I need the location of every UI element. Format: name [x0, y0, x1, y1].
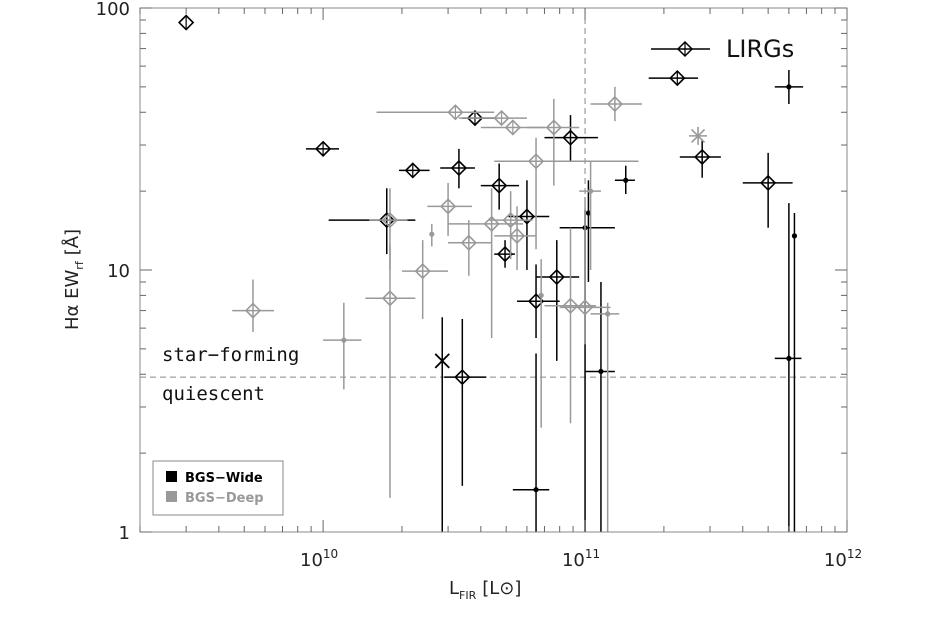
- x-tick-label: 1011: [562, 547, 600, 571]
- data-point-diamond: [576, 299, 594, 316]
- data-point-dot: [585, 210, 592, 216]
- legend-swatch-wide: [166, 471, 177, 482]
- plot-frame: [139, 7, 848, 533]
- axis-ticks: 1010 1011 1012 1 10 100: [96, 0, 862, 571]
- x-tick-label: 1012: [824, 547, 862, 571]
- data-point-diamond: [606, 95, 624, 113]
- data-point-dot: [538, 292, 544, 298]
- x-tick-label: 1010: [300, 547, 338, 571]
- data-points: [177, 14, 804, 532]
- data-point-diamond: [483, 215, 500, 232]
- data-point-diamond: [378, 212, 395, 229]
- data-point-diamond: [545, 119, 562, 136]
- x-axis-title-sub: FIR: [459, 589, 477, 602]
- data-point-diamond: [404, 162, 421, 179]
- x-axis-title: LFIR [L⊙]: [449, 578, 521, 602]
- data-point-diamond: [460, 234, 477, 251]
- x-axis-title-unit: [L⊙]: [482, 578, 521, 599]
- data-point-diamond: [496, 245, 514, 263]
- data-point-diamond: [414, 263, 431, 280]
- data-point-diamond: [491, 177, 508, 194]
- data-point-dot: [598, 368, 604, 375]
- y-axis-title-sub: rf: [73, 260, 86, 270]
- annotation-star-forming: star−forming: [162, 344, 299, 366]
- data-point-diamond: [518, 208, 536, 225]
- data-point-dot: [605, 311, 611, 317]
- data-point-diamond: [694, 148, 711, 166]
- legend-label-deep: BGS−Deep: [185, 491, 264, 506]
- y-axis-title: Hα EWrf [Å]: [61, 229, 86, 330]
- data-point-diamond: [493, 109, 510, 127]
- data-point-dot: [429, 231, 435, 237]
- legend-swatch-deep: [166, 491, 177, 502]
- data-point-dot: [623, 177, 629, 183]
- data-point-diamond: [562, 297, 579, 314]
- data-point-dot: [341, 337, 347, 343]
- y-tick-label: 1: [119, 523, 130, 544]
- data-point-diamond: [244, 302, 262, 319]
- lirgs-label: LIRGs: [726, 35, 794, 63]
- y-tick-label: 100: [96, 0, 130, 20]
- data-point-diamond: [527, 153, 545, 170]
- legend-label-wide: BGS−Wide: [185, 471, 263, 486]
- data-point-diamond: [562, 129, 579, 146]
- data-point-cross: [434, 353, 450, 369]
- legend-box: [152, 460, 284, 516]
- data-point-diamond: [381, 290, 399, 307]
- data-point-dot: [533, 487, 539, 493]
- data-point-diamond: [454, 369, 471, 386]
- data-point-diamond: [450, 159, 468, 177]
- data-point-dot: [791, 233, 798, 239]
- data-point-dot: [786, 84, 792, 90]
- data-point-dot: [587, 188, 594, 194]
- data-point-dot: [786, 355, 792, 361]
- lirgs-key: LIRGs: [651, 35, 794, 63]
- data-point-diamond: [439, 198, 457, 215]
- data-point-diamond: [508, 227, 526, 244]
- data-point-diamond: [548, 268, 565, 286]
- y-tick-label: 10: [107, 261, 130, 282]
- data-point-diamond: [760, 174, 777, 192]
- x-axis-title-main: L: [449, 578, 459, 599]
- data-point-diamond: [381, 212, 399, 229]
- y-axis-title-unit: [Å]: [61, 229, 83, 255]
- legend: BGS−Wide BGS−Deep: [152, 460, 284, 516]
- data-point-diamond: [466, 109, 484, 127]
- annotation-quiescent: quiescent: [162, 383, 265, 405]
- data-point-diamond: [314, 140, 332, 157]
- y-axis-title-main: Hα EW: [62, 270, 83, 330]
- data-point-diamond: [502, 212, 519, 229]
- data-point-asterisk: [689, 126, 708, 145]
- reference-lines: [140, 8, 847, 532]
